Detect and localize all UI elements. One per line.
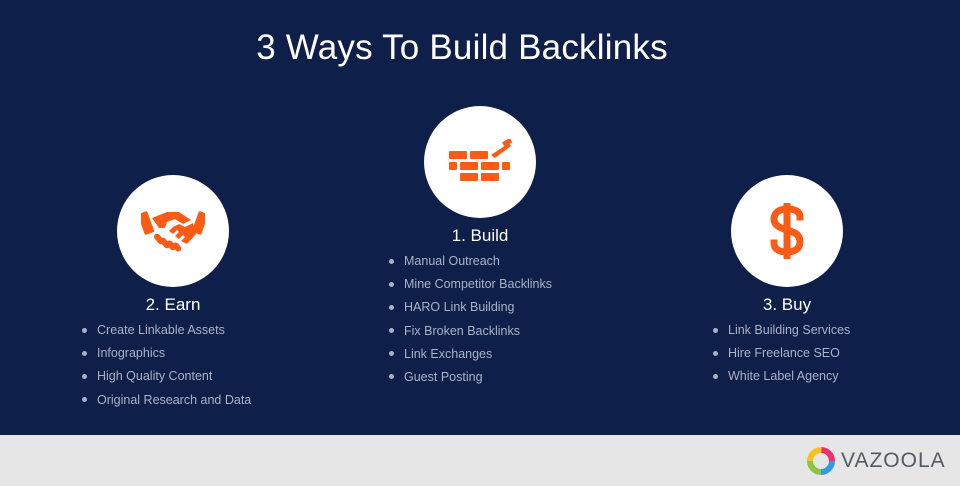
- vazoola-logo-icon: [807, 447, 835, 475]
- list-item: Hire Freelance SEO: [713, 346, 850, 369]
- list-item: Link Exchanges: [389, 347, 552, 370]
- buy-list: Link Building Services Hire Freelance SE…: [713, 323, 850, 393]
- dollar-sign-icon: [770, 203, 804, 259]
- build-heading: 1. Build: [451, 226, 509, 245]
- earn-icon-circle: [117, 175, 229, 287]
- list-item: Create Linkable Assets: [82, 323, 251, 346]
- buy-icon-circle: [731, 175, 843, 287]
- list-item: Manual Outreach: [389, 254, 552, 277]
- list-item: Infographics: [82, 346, 251, 369]
- build-list: Manual Outreach Mine Competitor Backlink…: [389, 254, 552, 393]
- list-item: Fix Broken Backlinks: [389, 324, 552, 347]
- footer: [0, 435, 960, 486]
- handshake-icon: [141, 211, 205, 252]
- earn-heading: 2. Earn: [145, 295, 201, 314]
- list-item: Link Building Services: [713, 323, 850, 346]
- list-item: HARO Link Building: [389, 300, 552, 323]
- buy-heading: 3. Buy: [762, 295, 812, 314]
- build-icon-circle: [424, 106, 536, 218]
- list-item: Original Research and Data: [82, 393, 251, 416]
- list-item: White Label Agency: [713, 369, 850, 392]
- main-panel: 3 Ways To Build Backlinks 1. Build Manua…: [0, 0, 960, 435]
- vazoola-brand: VAZOOLA: [806, 445, 946, 477]
- list-item: High Quality Content: [82, 369, 251, 392]
- page-title: 3 Ways To Build Backlinks: [256, 28, 668, 67]
- brick-wall-icon: [449, 139, 512, 181]
- list-item: Guest Posting: [389, 370, 552, 393]
- earn-list: Create Linkable Assets Infographics High…: [82, 323, 251, 416]
- list-item: Mine Competitor Backlinks: [389, 277, 552, 300]
- brand-name: VAZOOLA: [841, 449, 946, 472]
